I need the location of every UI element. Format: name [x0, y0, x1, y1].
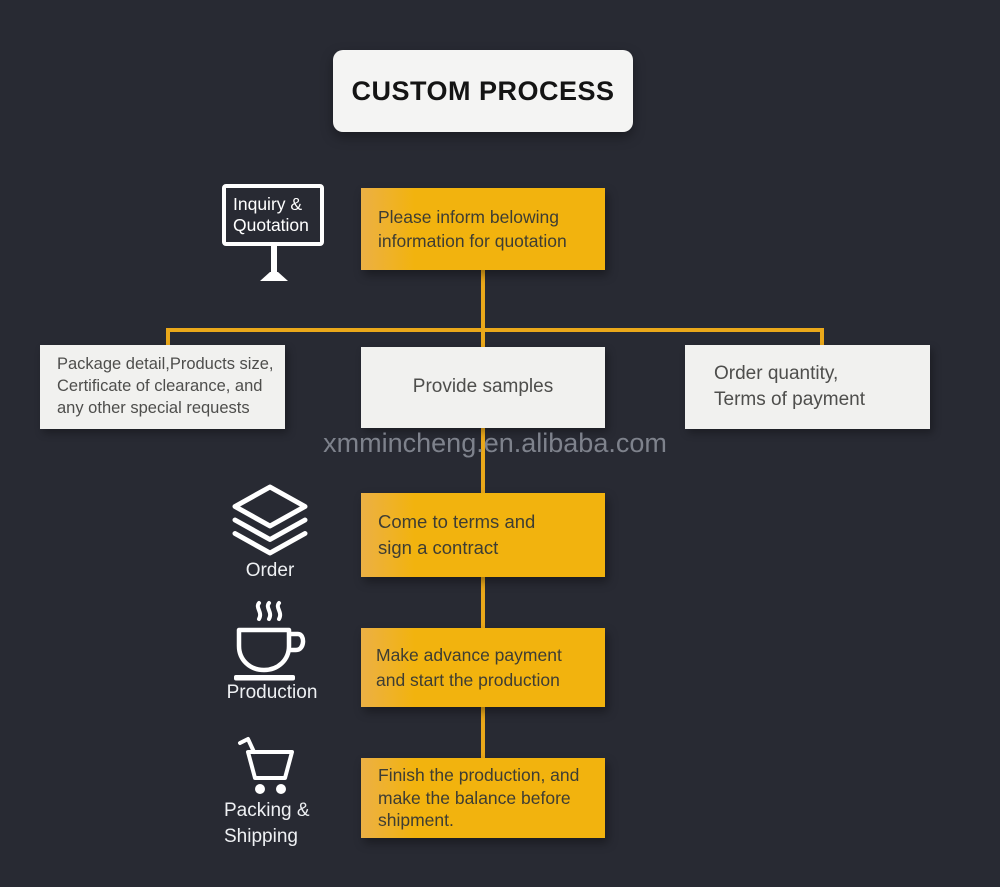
layers-icon [232, 484, 308, 556]
connector-v-right-drop [820, 330, 824, 347]
box-package-details: Package detail,Products size, Certificat… [40, 345, 285, 429]
inquiry-stage-label: Inquiry & Quotation [233, 193, 309, 235]
packing-stage-label: Packing & Shipping [224, 800, 310, 847]
box-order-quantity: Order quantity, Terms of payment [685, 345, 930, 429]
monitor-screen: Inquiry & Quotation [222, 184, 324, 246]
production-stage-label: Production [226, 682, 318, 703]
box-advance-payment: Make advance payment and start the produ… [361, 628, 605, 707]
connector-v-center-drop [481, 330, 485, 349]
monitor-icon: Inquiry & Quotation [222, 184, 326, 281]
connector-v-contract-payment [481, 576, 485, 629]
coffee-cup-icon [234, 601, 306, 681]
box-provide-samples: Provide samples [361, 347, 605, 428]
connector-h-branch [166, 328, 824, 332]
watermark-text: xmmincheng.en.alibaba.com [323, 428, 667, 458]
page-title: CUSTOM PROCESS [351, 75, 615, 106]
box-inform-quotation: Please inform belowing information for q… [361, 188, 605, 270]
box-sign-contract: Come to terms and sign a contract [361, 493, 605, 577]
connector-v-samples-contract [481, 428, 485, 494]
shopping-cart-icon [238, 737, 294, 794]
connector-v-payment-finish [481, 706, 485, 759]
monitor-stand-base [260, 272, 288, 281]
connector-v-left-drop [166, 330, 170, 347]
box-finish-production: Finish the production, and make the bala… [361, 758, 605, 838]
order-stage-label: Order [245, 560, 295, 581]
title-box: CUSTOM PROCESS [333, 50, 633, 132]
connector-v-inform-branch [481, 269, 485, 332]
monitor-stand-neck [271, 246, 277, 272]
